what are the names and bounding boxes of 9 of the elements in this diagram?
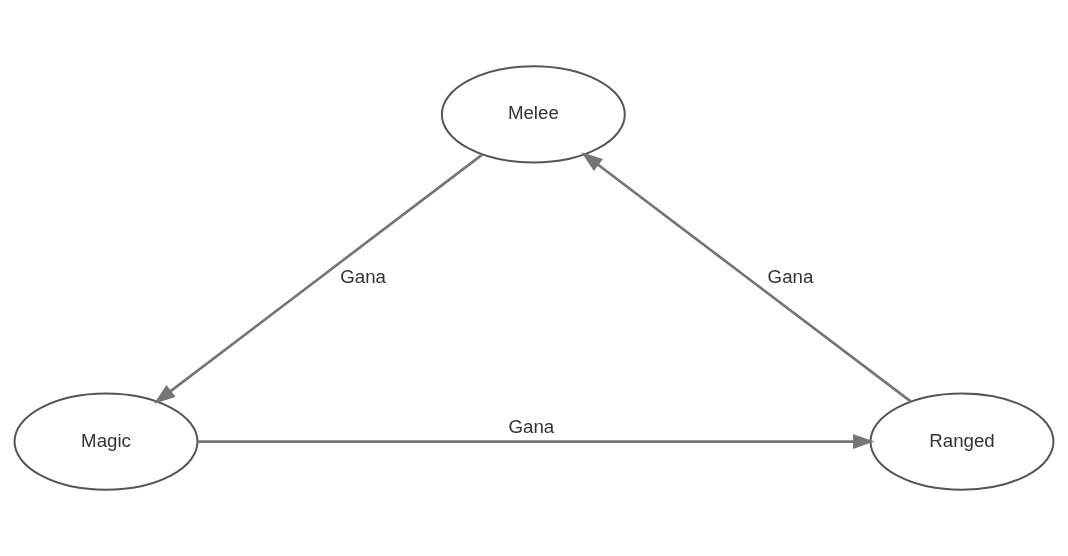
arrow <box>197 434 875 450</box>
node-ellipse: Ranged <box>869 392 1055 491</box>
arrow <box>153 153 483 404</box>
node-ellipse: Magic <box>13 392 199 491</box>
arrow <box>581 152 912 403</box>
node-ellipse: Melee <box>440 65 626 164</box>
edge-label: Gana <box>340 265 387 287</box>
edge-label: Gana <box>767 265 814 287</box>
edge-label: Gana <box>508 415 555 437</box>
